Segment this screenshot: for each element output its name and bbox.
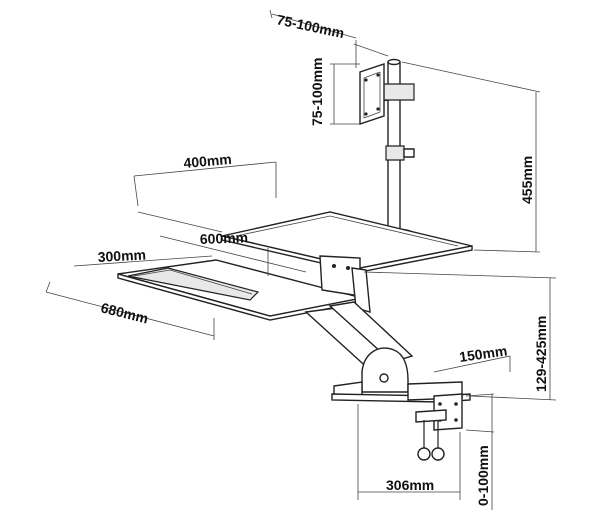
dim-keyboard-depth: 300mm — [97, 246, 146, 265]
dim-clamp-depth: 150mm — [458, 342, 508, 365]
dim-top-width: 400mm — [183, 151, 232, 171]
lift-base-housing — [361, 347, 409, 393]
dim-lift-range: 129-425mm — [533, 316, 549, 392]
bracket-plate — [351, 267, 371, 313]
pole-collar — [385, 145, 405, 161]
pole-cap — [387, 58, 401, 66]
dim-keyboard-length: 680mm — [99, 299, 150, 326]
clamp-knob-right[interactable] — [431, 447, 445, 461]
dim-base-length: 306mm — [386, 477, 434, 493]
vesa-joint — [379, 83, 415, 101]
wrist-rest — [127, 267, 260, 301]
collar-knob — [403, 148, 415, 158]
lift-arm-rear — [328, 301, 414, 363]
dim-clamp-range: 0-100mm — [475, 445, 491, 506]
lift-mechanism — [304, 255, 471, 403]
dim-vesa-height: 75-100mm — [309, 58, 325, 127]
dim-top-length: 600mm — [200, 229, 249, 247]
dim-vesa-width: 75-100mm — [275, 11, 345, 41]
clamp-jaw — [415, 409, 447, 423]
dimension-lines — [45, 9, 557, 510]
monitor-mount — [359, 58, 415, 240]
dim-pole-height: 455mm — [519, 156, 535, 204]
desk-clamp — [407, 381, 463, 461]
clamp-knob-left[interactable] — [417, 447, 431, 461]
